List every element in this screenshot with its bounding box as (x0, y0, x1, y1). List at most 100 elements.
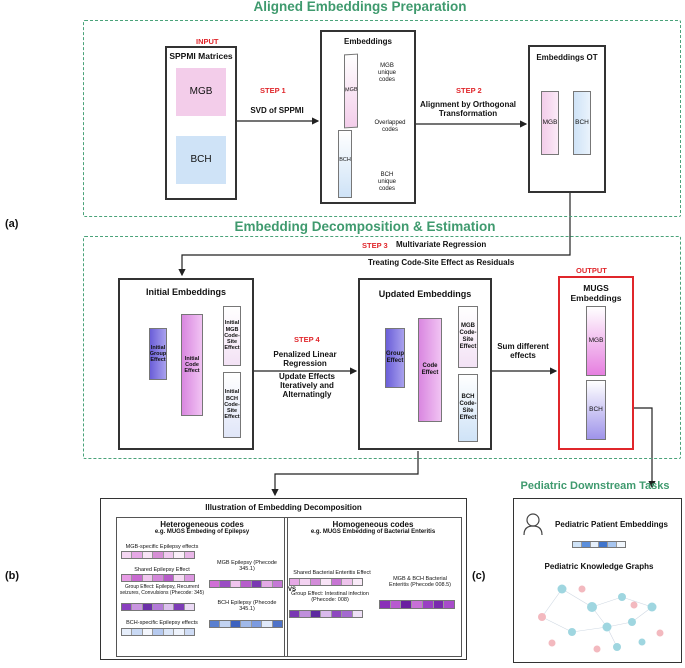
bch-epilepsy-label: BCH Epilepsy (Phecode 345.1) (217, 600, 277, 613)
baby-icon (523, 513, 543, 536)
initial-title: Initial Embeddings (145, 287, 226, 297)
initial-code-bar: Initial Code Effect (181, 314, 203, 416)
group-strip (121, 603, 195, 611)
group-effect-note: Group Effect: Epilepsy, Recurrent seizur… (119, 584, 205, 596)
emb-bch-label: BCH (339, 157, 351, 163)
mgb-site-label: MGB Code-Site Effect (459, 323, 477, 350)
sum-text: Sum different effects (497, 342, 549, 361)
embeddings-box: Embeddings MGB BCH MGB unique codes Over… (320, 30, 416, 204)
group-effect-label: Group Effect (386, 351, 404, 364)
initial-code-label: Initial Code Effect (184, 355, 200, 375)
mgb-bch-bact-strip (379, 600, 455, 609)
step1-text: SVD of SPPMI (250, 106, 304, 115)
label-b: (b) (5, 570, 20, 582)
ot-mgb-bar: MGB (541, 91, 559, 155)
sppmi-title: SPPMI Matrices (169, 51, 233, 61)
label-c: (c) (472, 570, 486, 582)
shared-bact-label: Shared Bacterial Enteritis Effect (293, 570, 371, 576)
mgb-unique-label: MGB unique codes (377, 63, 397, 83)
initial-group-bar: Initial Group Effect (149, 328, 167, 380)
patient-embeddings-label: Pediatric Patient Embeddings (555, 520, 668, 529)
bch-unique-label: BCH unique codes (377, 172, 397, 192)
mugs-mgb-bar: MGB (586, 306, 606, 376)
section2-title: Embedding Decomposition & Estimation (234, 219, 496, 234)
output-tag: OUTPUT (576, 266, 607, 275)
ot-bch-label: BCH (575, 119, 589, 127)
bch-epilepsy-strip (209, 620, 283, 628)
step4-text: Penalized Linear Regression (273, 350, 337, 369)
mugs-mgb-label: MGB (588, 337, 604, 345)
mgb-site-bar: MGB Code-Site Effect (458, 306, 478, 368)
embeddings-ot-box: Embeddings OT MGB BCH (528, 45, 606, 193)
mgb-bch-bact-label: MGB & BCH Bacterial Enteritis (Phecode 0… (388, 576, 452, 589)
bch-specific-label: BCH-specific Epilepsy effects (126, 620, 198, 626)
input-tag: INPUT (196, 37, 219, 46)
section1-title: Aligned Embeddings Preparation (253, 0, 467, 14)
updated-embeddings-box: Updated Embeddings Group Effect Code Eff… (358, 278, 492, 450)
knowledge-graphs-label: Pediatric Knowledge Graphs (544, 562, 654, 571)
mugs-title: MUGS Embeddings (570, 283, 622, 303)
step4-text2: Update Effects Iteratively and Alternati… (278, 372, 335, 400)
overlapped-label: Overlapped codes (374, 120, 406, 133)
mugs-bch-bar: BCH (586, 380, 606, 440)
hetero-title: Heterogeneous codes (160, 520, 244, 529)
embeddings-title: Embeddings (343, 37, 392, 46)
mgb-specific-label: MGB-specific Epilepsy effects (125, 544, 199, 550)
initial-bch-site-label: Initial BCH Code-Site Effect (224, 389, 240, 421)
mgb-epilepsy-label: MGB Epilepsy (Phecode 345.1) (217, 560, 277, 573)
group-effect-bar: Group Effect (385, 328, 405, 388)
bch-site-label: BCH Code-Site Effect (459, 394, 477, 421)
knowledge-graph (538, 584, 664, 653)
shared-strip (121, 574, 195, 582)
sppmi-mgb-matrix: MGB (176, 68, 226, 116)
updated-title: Updated Embeddings (378, 289, 472, 299)
initial-mgb-site-label: Initial MGB Code-Site Effect (224, 320, 240, 352)
bch-specific-strip (121, 628, 195, 636)
panel-c-title: Pediatric Downstream Tasks (520, 480, 670, 492)
sppmi-bch-label: BCH (190, 154, 212, 166)
ot-bch-bar: BCH (573, 91, 591, 155)
sppmi-mgb-label: MGB (189, 86, 213, 98)
label-a: (a) (5, 218, 19, 230)
step3-tag: STEP 3 (362, 241, 388, 250)
panel-c-box: Pediatric Patient Embeddings Pediatric K… (513, 498, 682, 663)
step2-text: Alignment by Orthogonal Transformation (420, 100, 516, 119)
step4-tag: STEP 4 (294, 335, 320, 344)
mgb-embedding-bar: MGB (344, 53, 358, 129)
shared-bact-strip (289, 578, 363, 586)
initial-mgb-site-bar: Initial MGB Code-Site Effect (223, 306, 241, 366)
code-effect-bar: Code Effect (418, 318, 442, 422)
group-intestinal-label: Group Effect: Intestinal infection (Phec… (291, 591, 369, 604)
patient-embedding-strip (572, 541, 626, 548)
shared-label: Shared Epilepsy Effect (134, 567, 190, 573)
initial-bch-site-bar: Initial BCH Code-Site Effect (223, 372, 241, 438)
ot-title: Embeddings OT (536, 53, 598, 62)
hetero-sub: e.g. MUGS Embeding of Epilepsy (154, 529, 250, 536)
section2-frame (83, 236, 681, 459)
step1-tag: STEP 1 (260, 86, 286, 95)
step2-tag: STEP 2 (456, 86, 482, 95)
mgb-specific-strip (121, 551, 195, 559)
ot-mgb-label: MGB (542, 119, 558, 127)
homo-box: Homogeneous codes e.g. MUGS Embedding of… (284, 517, 462, 657)
mgb-epilepsy-strip (209, 580, 283, 588)
group-intestinal-strip (289, 610, 363, 618)
mugs-bch-label: BCH (589, 406, 603, 414)
vs-label: VS (288, 587, 297, 593)
code-effect-label: Code Effect (421, 363, 439, 376)
bch-embedding-bar: BCH (338, 130, 352, 198)
initial-group-label: Initial Group Effect (149, 344, 167, 364)
emb-mgb-label: MGB (345, 86, 358, 94)
panel-b-box: Illustration of Embedding Decomposition … (100, 498, 467, 660)
initial-embeddings-box: Initial Embeddings Initial Group Effect … (118, 278, 254, 450)
bch-site-bar: BCH Code-Site Effect (458, 374, 478, 442)
residual-text: Treating Code-Site Effect as Residuals (368, 258, 515, 267)
mugs-box: MUGS Embeddings MGB BCH (558, 276, 634, 450)
homo-sub: e.g. MUGS Embedding of Bacterial Enterit… (310, 529, 436, 536)
sppmi-bch-matrix: BCH (176, 136, 226, 184)
hetero-box: Heterogeneous codes e.g. MUGS Embeding o… (116, 517, 288, 657)
section1-frame (83, 20, 681, 217)
homo-title: Homogeneous codes (332, 520, 414, 529)
panel-b-title: Illustration of Embedding Decomposition (205, 503, 362, 512)
step3-text: Multivariate Regression (396, 240, 487, 249)
